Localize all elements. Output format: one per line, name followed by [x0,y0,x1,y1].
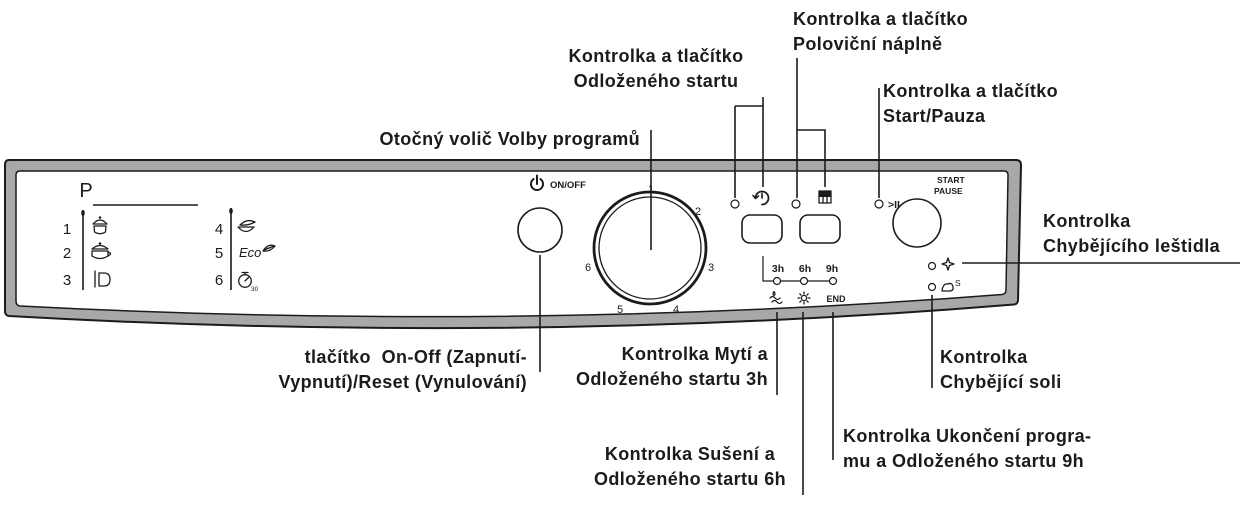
callout-half-load-line1: Kontrolka a tlačítko [793,9,969,29]
program-number-1: 1 [63,221,71,238]
callout-rinse-aid-line2: Chybějícího leštidla [1043,236,1221,256]
callout-wash-3h-line2: Odloženého startu 3h [575,369,768,389]
eco-leaf-icon: Eco [239,244,276,260]
delay-hours-3h: 3h [772,263,784,275]
callout-wash-3h-line1: Kontrolka Mytí a [621,344,768,364]
salt-icon [941,282,954,292]
dial-number-3: 3 [708,262,714,274]
program-column-right-marker [229,208,233,214]
intensive-pot-icon [92,216,108,235]
dry-6h-led [799,276,809,286]
callout-salt-line2: Chybějící soli [940,372,1062,392]
callout-end-9h-line2: mu a Odloženého startu 9h [843,451,1085,471]
dial-number-2: 2 [695,206,701,218]
program-number-3: 3 [63,272,71,289]
callout-rinse-aid: Kontrolka Chybějícího leštidla [1043,209,1220,259]
callout-half-load-line2: Poloviční náplně [793,34,943,54]
callout-on-off-line1: tlačítko On-Off (Zapnutí- [304,347,527,367]
leader-delay-start [734,97,764,198]
callout-salt-line1: Kontrolka [940,347,1028,367]
half-load-basket-icon [818,190,832,204]
program-dial-outer-ring [592,190,708,306]
delay-hours-9h: 9h [826,263,838,275]
delay-hours-6h: 6h [799,263,811,275]
rinse-aid-led [927,261,937,271]
delay-start-led [730,199,740,209]
callout-program-selector: Otočný volič Volby programů [379,127,640,152]
callout-drying-6h-line2: Odloženého startu 6h [593,469,787,489]
delay-hours-track [762,256,833,282]
normal-pot-icon [91,242,112,260]
eco-label: Eco [239,245,261,260]
salt-led [927,282,937,292]
callout-end-9h: Kontrolka Ukončení progra- mu a Odložené… [843,424,1091,474]
callout-start-pause-line2: Start/Pauza [883,106,986,126]
dial-number-4: 4 [673,304,679,316]
callout-delay-start-line1: Kontrolka a tlačítko [568,46,744,66]
program-number-5: 5 [215,245,223,262]
callout-rinse-aid-line1: Kontrolka [1043,211,1131,231]
pause-text: PAUSE [934,186,963,196]
callout-delay-start-line2: Odloženého startu [573,71,739,91]
wash-3h-led [772,276,782,286]
callout-delay-start: Kontrolka a tlačítko Odloženého startu [548,44,764,94]
leader-half-load [796,58,826,198]
panel-inner-face [15,170,1009,318]
callout-on-off-line2: Vypnutí)/Reset (Vynulování) [278,372,527,392]
end-9h-led [828,276,838,286]
callout-end-9h-line1: Kontrolka Ukončení progra- [843,426,1092,446]
callout-drying-6h: Kontrolka Sušení a Odloženého startu 6h [580,442,800,492]
callout-wash-3h: Kontrolka Mytí a Odloženého startu 3h [576,342,768,392]
drying-sun-icon [797,291,811,305]
callout-drying-6h-line1: Kontrolka Sušení a [604,444,776,464]
program-column-left-marker [81,210,85,216]
half-load-led [791,199,801,209]
delay-start-clock-icon [752,190,770,206]
salt-symbol: S [955,278,961,288]
start-pause-button [892,198,942,248]
half-load-button [799,214,841,244]
program-dial-inner-ring [598,196,702,300]
callout-half-load: Kontrolka a tlačítko Poloviční náplně [793,7,968,57]
glass-cup-icon [94,270,111,288]
callout-start-pause-line1: Kontrolka a tlačítko [883,81,1059,101]
stopwatch-minutes: 30 [251,286,259,293]
wash-icon [769,290,783,305]
start-pause-symbol: >II [888,199,900,211]
callout-on-off: tlačítko On-Off (Zapnutí- Vypnutí)/Reset… [279,345,528,395]
start-pause-led [874,199,884,209]
stopwatch-icon: 30 [238,271,259,293]
on-off-text: ON/OFF [550,180,586,191]
power-icon [530,174,544,191]
on-off-button [517,207,563,253]
dial-number-5: 5 [617,304,623,316]
callout-program-selector-line1: Otočný volič Volby programů [379,129,640,149]
callout-start-pause: Kontrolka a tlačítko Start/Pauza [883,79,1058,129]
program-number-6: 6 [215,272,223,289]
delay-start-button [741,214,783,244]
start-text: START [937,175,966,185]
callout-salt: Kontrolka Chybějící soli [940,345,1062,395]
program-number-4: 4 [215,221,223,238]
rinse-aid-icon [941,257,955,271]
end-text: END [826,294,846,304]
program-header: P [79,180,92,202]
bowl-leaf-icon [237,219,256,233]
dial-number-6: 6 [585,262,591,274]
program-number-2: 2 [63,245,71,262]
